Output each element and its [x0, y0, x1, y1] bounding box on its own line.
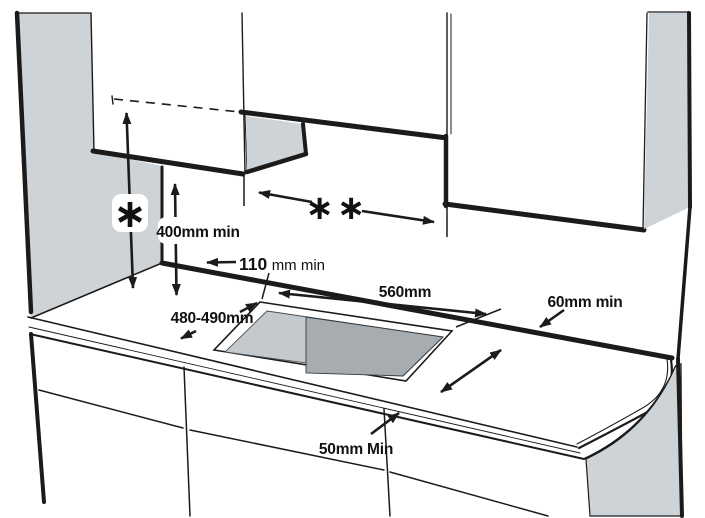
hood-niche-bottom-edge: [238, 109, 450, 141]
cutout-width-arrow: [278, 289, 487, 318]
rear-gap-arrow: [539, 308, 565, 329]
dim-label-400mm-min: 400mm min: [156, 224, 240, 241]
cutout-depth-arrow-upper: [239, 301, 258, 314]
dim-label-560mm: 560mm: [379, 284, 431, 301]
cabinet-side-panel-right: [644, 13, 690, 229]
asterisk-badge: [112, 194, 148, 232]
side-clearance-arrow: [206, 257, 237, 267]
dim-label-480-490mm: 480-490mm: [171, 310, 254, 327]
upper-cabinet-left: [91, 13, 246, 174]
cutout-depth-arrow-lower: [180, 329, 197, 340]
niche-width-arrow-right: [361, 209, 435, 225]
dim-label-50mm-min: 50mm Min: [319, 441, 393, 458]
asterisk-icon: ∗: [113, 191, 147, 237]
dim-label-110mm-min: 110 mm min: [239, 254, 325, 274]
witness-lines: [243, 142, 502, 328]
front-gap-arrow: [370, 411, 400, 436]
clearance-400-badge: [158, 217, 238, 244]
worktop-cutout: [212, 301, 454, 382]
base-door-line: [383, 408, 391, 517]
upper-cabinet-right: [446, 13, 647, 229]
worktop-front-edge: [27, 316, 677, 460]
base-cabinets: [29, 332, 683, 517]
hidden-hood-line: [111, 95, 241, 113]
dimension-labels: ∗ 400mm min ∗∗ 110 mm min 560mm 480-490m…: [112, 188, 623, 458]
niche-width-arrow-left: [258, 190, 313, 204]
dim-value-110: 110: [239, 254, 267, 274]
base-door-line: [183, 366, 191, 517]
dim-label-60mm-min: 60mm min: [547, 294, 622, 311]
cutout-depth-arrow-right: [440, 348, 502, 394]
dim-unit-110: mm min: [272, 257, 325, 274]
upper-cabinets: [90, 11, 692, 518]
double-asterisk-icon: ∗∗: [306, 188, 369, 228]
